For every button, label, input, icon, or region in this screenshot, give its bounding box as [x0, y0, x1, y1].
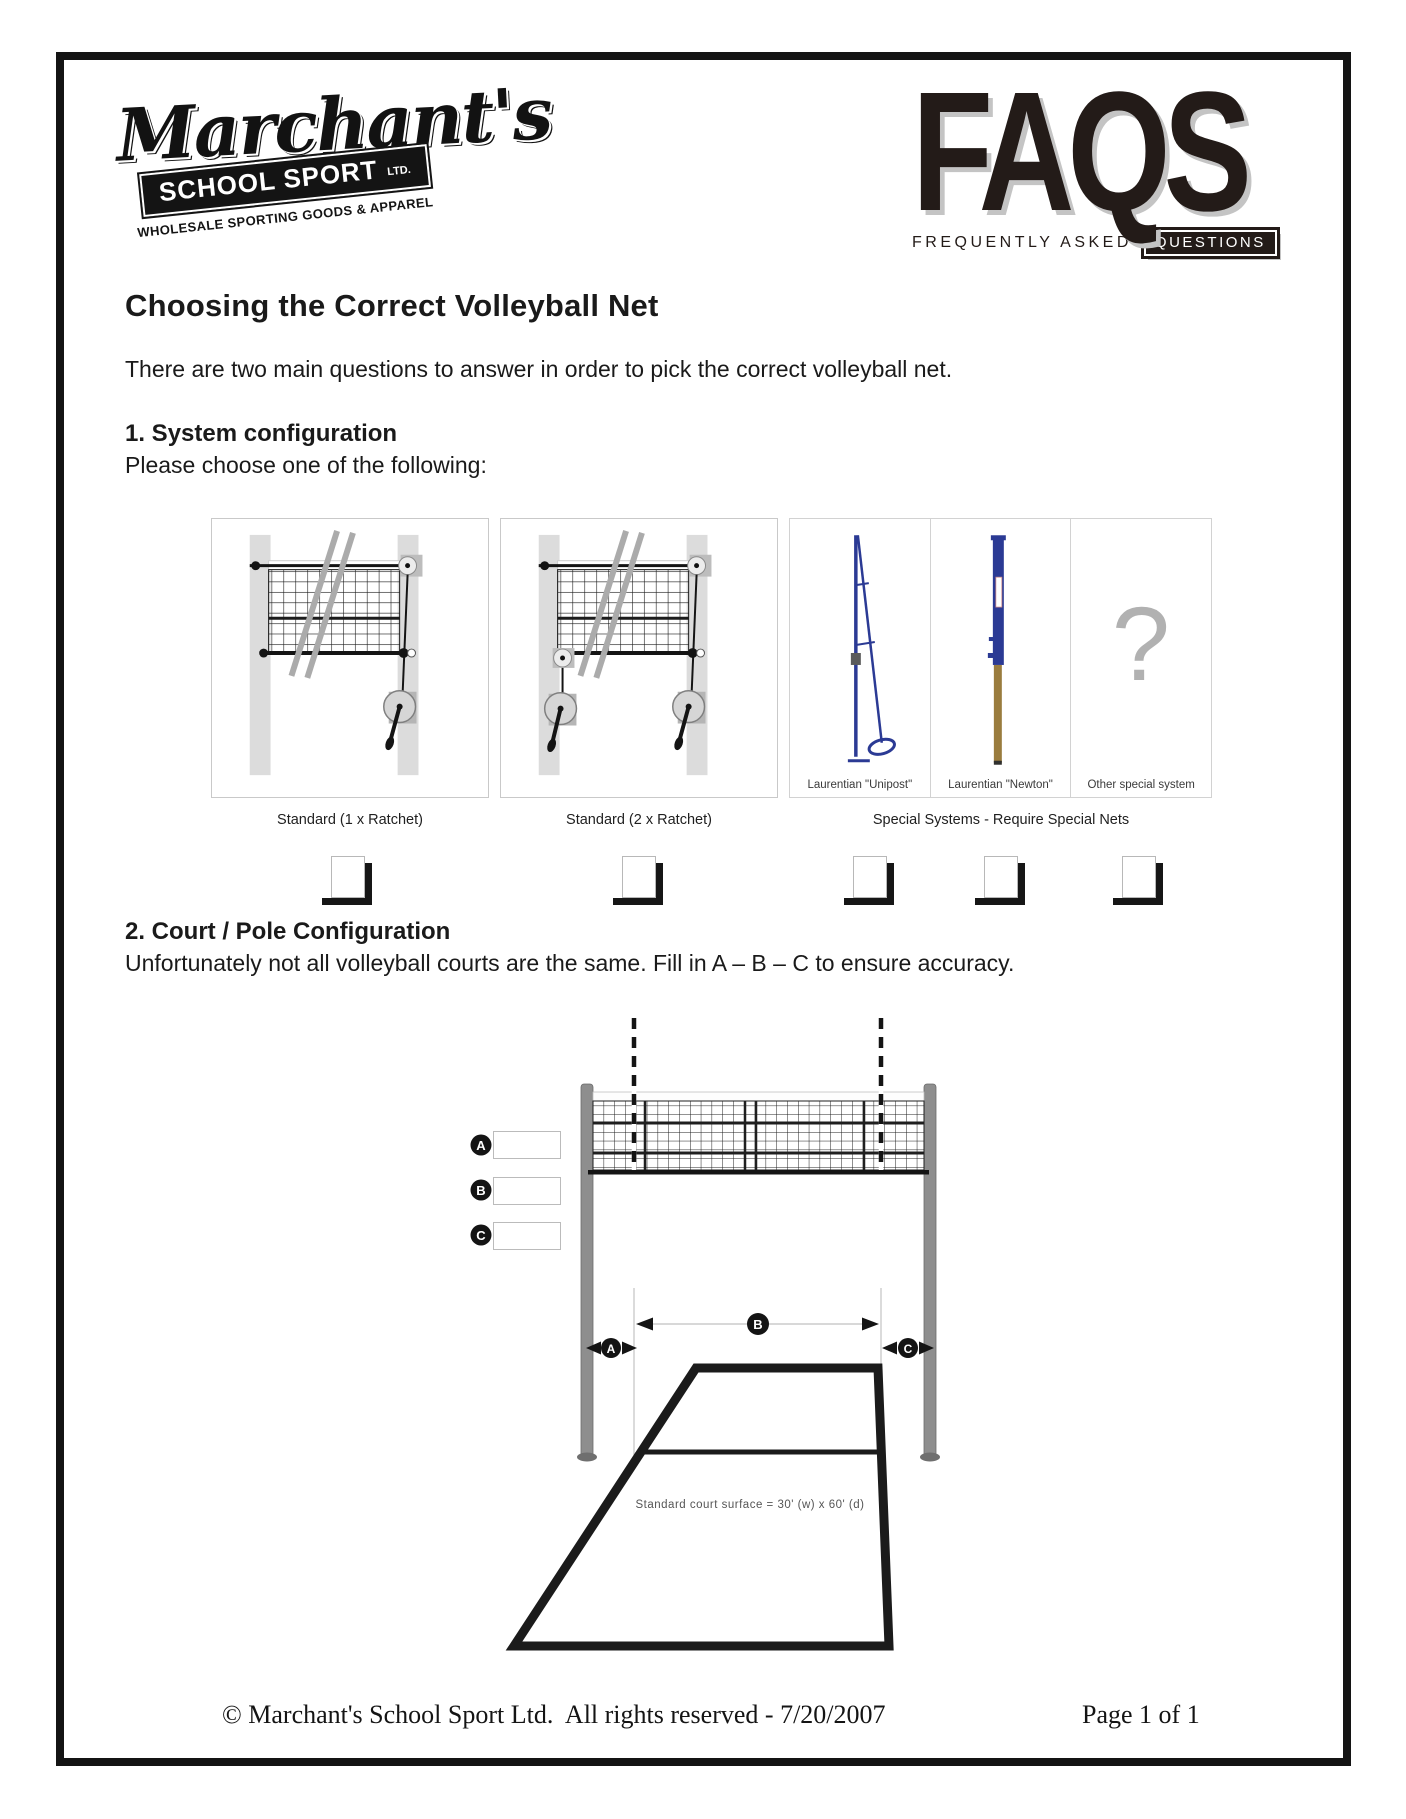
- label-c-circle: [470, 1224, 492, 1246]
- svg-text:B: B: [476, 1183, 485, 1198]
- newton-checkbox[interactable]: [975, 856, 1025, 905]
- option-panel-standard-1-ratchet: [211, 518, 489, 798]
- caption-standard-2-ratchet: Standard (2 x Ratchet): [566, 812, 712, 828]
- svg-text:A: A: [476, 1138, 486, 1153]
- measure-b-arrow: B: [636, 1313, 879, 1335]
- section1-heading: 1. System configuration: [125, 420, 398, 447]
- special-label-newton: Laurentian "Newton": [948, 779, 1053, 791]
- laurentian-newton-illustration: [987, 535, 1006, 765]
- option-panel-standard-2-ratchet: [500, 518, 778, 798]
- other-special-checkbox[interactable]: [1113, 856, 1163, 905]
- question-mark-icon: ?: [1112, 586, 1170, 703]
- marchants-logo: Marchant's SCHOOL SPORT LTD. WHOLESALE S…: [114, 70, 572, 259]
- measure-a-arrow: A: [586, 1338, 637, 1358]
- standard-1-ratchet-checkbox[interactable]: [322, 856, 372, 905]
- svg-text:B: B: [753, 1317, 762, 1332]
- unipost-checkbox[interactable]: [844, 856, 894, 905]
- net-system-1-ratchet-illustration: [249, 530, 423, 776]
- footer-page-number: Page 1 of 1: [1082, 1700, 1200, 1729]
- label-a-circle: [470, 1134, 492, 1156]
- faqs-acronym: FAQS: [912, 57, 1252, 247]
- court-surface-note: Standard court surface = 30' (w) x 60' (…: [636, 1499, 865, 1511]
- caption-special-systems: Special Systems - Require Special Nets: [872, 812, 1130, 828]
- svg-text:?: ?: [1112, 586, 1170, 703]
- measure-c-arrow: C: [882, 1338, 934, 1358]
- frequently-asked-text: FREQUENTLY ASKED: [912, 234, 1132, 251]
- section2-heading: 2. Court / Pole Configuration: [125, 918, 451, 945]
- measure-c-input[interactable]: [493, 1222, 561, 1250]
- net-system-2-ratchet-illustration: [538, 530, 712, 776]
- special-cell-unipost: Laurentian "Unipost": [789, 518, 931, 798]
- standard-2-ratchet-checkbox[interactable]: [613, 856, 663, 905]
- special-cell-other: ? Other special system: [1070, 518, 1213, 798]
- questions-banner: QUESTIONS: [1140, 227, 1280, 259]
- special-label-unipost: Laurentian "Unipost": [807, 779, 913, 791]
- svg-text:A: A: [607, 1342, 616, 1356]
- laurentian-unipost-illustration: [847, 535, 896, 763]
- measure-a-input[interactable]: [493, 1131, 561, 1159]
- net-grid: [592, 1100, 925, 1171]
- svg-text:C: C: [904, 1342, 913, 1356]
- court-outline: [505, 1363, 894, 1651]
- left-pole: [580, 1083, 594, 1457]
- right-pole: [923, 1083, 937, 1457]
- measure-b-input[interactable]: [493, 1177, 561, 1205]
- court-pole-diagram: A B C B A: [420, 1000, 990, 1665]
- faqs-logo: FAQS FREQUENTLY ASKED QUESTIONS: [912, 57, 1282, 259]
- label-b-circle: [470, 1179, 492, 1201]
- banner-suffix: LTD.: [386, 163, 412, 179]
- special-systems-panel: Laurentian "Unipost" Laurentian "Newton"…: [789, 518, 1213, 798]
- section2-subheading: Unfortunately not all volleyball courts …: [125, 950, 1015, 976]
- special-cell-newton: Laurentian "Newton": [929, 518, 1072, 798]
- page-border-frame: [56, 52, 1351, 1766]
- caption-standard-1-ratchet: Standard (1 x Ratchet): [277, 812, 423, 828]
- special-label-other: Other special system: [1087, 779, 1195, 791]
- section1-subheading: Please choose one of the following:: [125, 452, 487, 478]
- footer-copyright: © Marchant's School Sport Ltd. All right…: [222, 1700, 886, 1729]
- faqs-subtitle-row: FREQUENTLY ASKED QUESTIONS: [912, 227, 1282, 259]
- intro-paragraph: There are two main questions to answer i…: [125, 356, 953, 382]
- court-diagram-drawing: A B C B A: [470, 1018, 940, 1651]
- svg-text:C: C: [476, 1228, 486, 1243]
- page-title: Choosing the Correct Volleyball Net: [125, 288, 659, 323]
